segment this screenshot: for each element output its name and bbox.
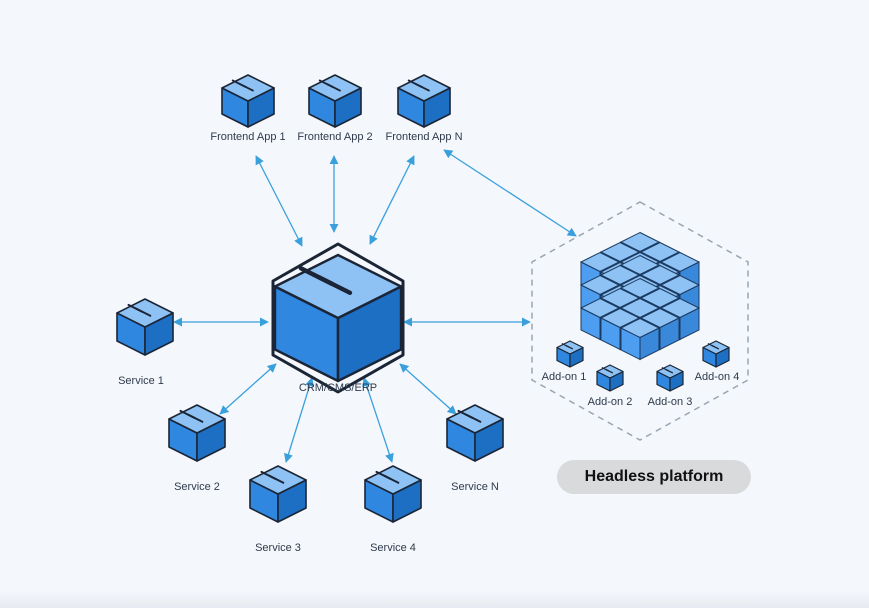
arrow-service-4-core xyxy=(362,377,394,463)
frontend-app-1-label: Frontend App 1 xyxy=(210,131,286,143)
service-3-icon xyxy=(249,465,307,523)
addon-3-icon xyxy=(656,364,684,392)
frontend-app-2-label: Frontend App 2 xyxy=(297,131,373,143)
frontend-app-2-icon xyxy=(308,74,362,128)
core-system-outline xyxy=(271,242,405,394)
arrow-frontend-n-platform xyxy=(443,149,577,237)
service-1-label: Service 1 xyxy=(118,375,164,387)
node-icons xyxy=(116,74,730,523)
service-1-icon xyxy=(116,298,174,356)
frontend-app-n-label: Frontend App N xyxy=(385,131,463,143)
arrow-service-3-core xyxy=(284,377,314,463)
core-system-label: CRM/CMS/ERP xyxy=(298,382,378,394)
addon-2-label: Add-on 2 xyxy=(587,396,633,408)
service-2-icon xyxy=(168,404,226,462)
arrow-frontend-1-core xyxy=(255,155,303,247)
arrow-service-n-core xyxy=(399,363,457,415)
addon-3-label: Add-on 3 xyxy=(647,396,693,408)
addon-4-label: Add-on 4 xyxy=(694,371,740,383)
addon-1-label: Add-on 1 xyxy=(541,371,587,383)
frontend-app-n-icon xyxy=(397,74,451,128)
service-3-label: Service 3 xyxy=(255,542,301,554)
addon-1-icon xyxy=(556,340,584,368)
service-n-icon xyxy=(446,404,504,462)
service-2-label: Service 2 xyxy=(174,481,220,493)
headless-platform-cube-icon xyxy=(579,231,701,361)
connector-arrows xyxy=(173,149,577,463)
arrow-frontend-n-core xyxy=(369,155,415,245)
service-4-icon xyxy=(364,465,422,523)
service-4-label: Service 4 xyxy=(370,542,416,554)
addon-4-icon xyxy=(702,340,730,368)
headless-platform-badge: Headless platform xyxy=(557,460,751,494)
platform-hexagon-boundary xyxy=(531,201,749,441)
frontend-app-1-icon xyxy=(221,74,275,128)
addon-2-icon xyxy=(596,364,624,392)
bottom-edge xyxy=(0,590,869,608)
arrow-service-2-core xyxy=(219,363,277,415)
core-system-icon xyxy=(273,253,403,383)
service-n-label: Service N xyxy=(451,481,499,493)
